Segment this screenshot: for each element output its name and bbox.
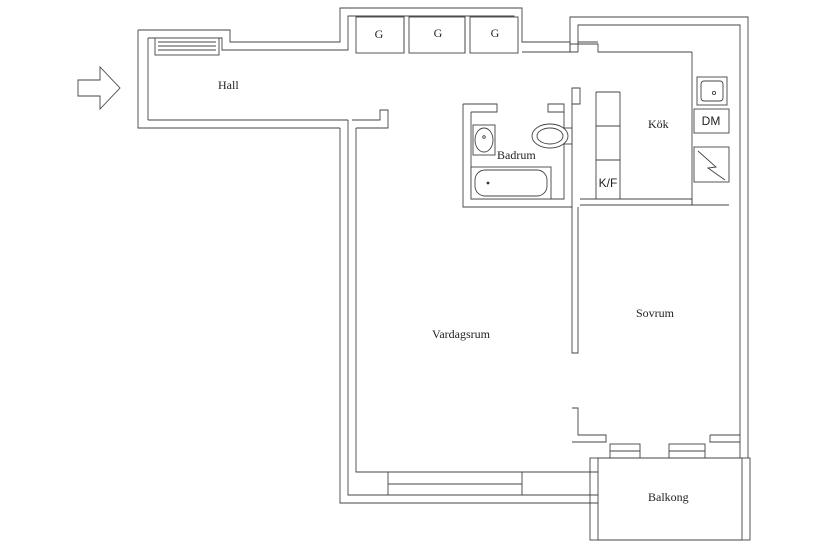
closet-label-1: G [375,27,384,41]
hall-walls [137,7,571,129]
closet-label-3: G [491,26,500,40]
partition-walls [571,198,740,443]
kitchen-label: Kök [648,117,669,131]
kitchen-fixtures: DM Kök [648,52,730,206]
living-room-label: Vardagsrum [432,327,491,341]
fridge-column: K/F [595,91,621,200]
balcony: Balkong [589,457,751,541]
bathroom-label: Badrum [497,148,536,162]
bedroom-label: Sovrum [636,306,675,320]
apartment-walls [339,16,749,504]
hall-label: Hall [218,78,239,92]
closets: G G G [355,16,519,54]
fridge-freezer-label: K/F [599,176,618,190]
balcony-doors [609,443,706,459]
dishwasher-label: DM [702,114,721,128]
closet-label-2: G [434,26,443,40]
bathroom: Badrum [462,87,581,208]
entrance-arrow-icon [77,65,121,111]
balcony-label: Balkong [648,490,689,504]
